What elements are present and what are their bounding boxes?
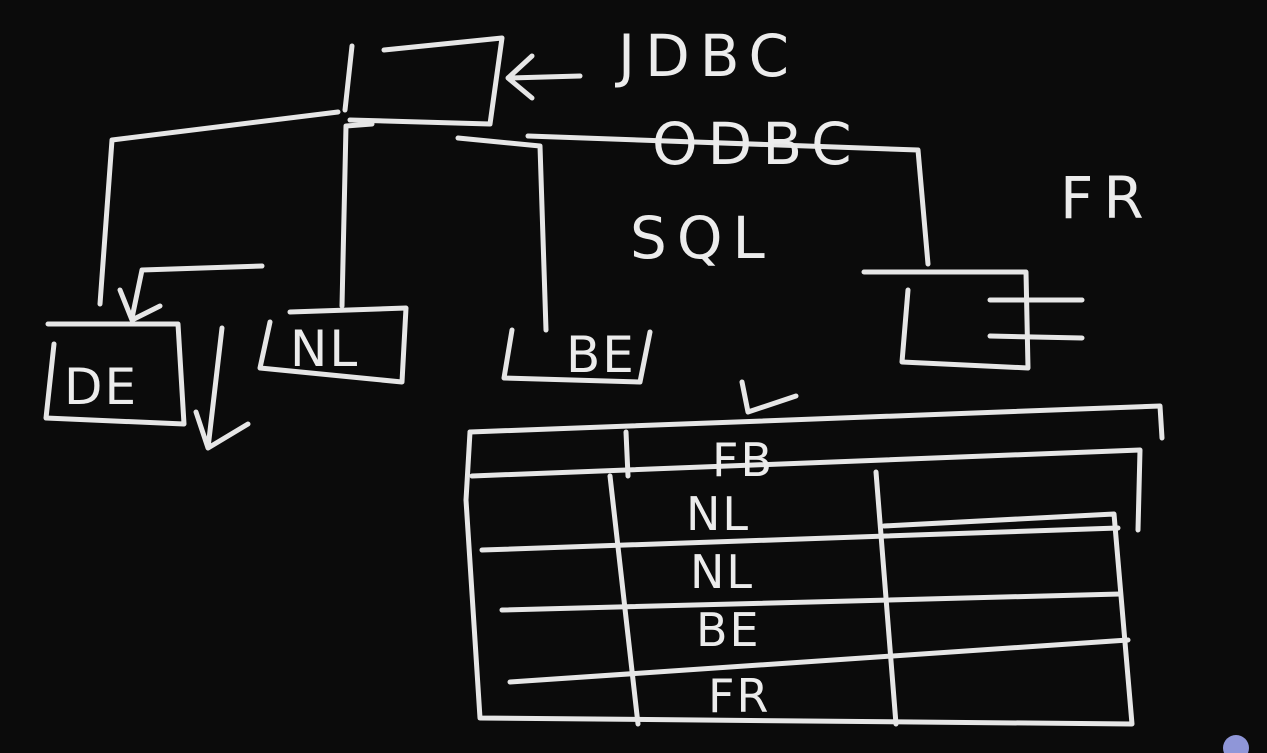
right-box [861, 269, 1031, 371]
table-header-line [469, 447, 1143, 533]
table-top-line [467, 403, 1165, 441]
corner-indicator [1223, 735, 1249, 753]
right-box-tab-bottom [987, 333, 1085, 341]
be-box [501, 327, 653, 385]
de-box [43, 321, 187, 427]
branch-line-be [455, 135, 549, 333]
branch-line-nl [339, 121, 375, 309]
box-label-de: DE [64, 358, 138, 416]
source-box [342, 35, 505, 127]
label-jdbc: JDBC [615, 22, 799, 90]
label-sql: SQL [630, 204, 775, 272]
de-exit-arrow [193, 325, 251, 451]
table-cell-row-2: NL [690, 545, 754, 599]
table-cell-row-4: FR [708, 669, 770, 723]
check-mark [739, 379, 799, 415]
label-odbc: ODBC [652, 110, 862, 178]
table-header-text: FB [712, 433, 774, 487]
table-frame [463, 429, 1135, 727]
table-col-divider-1 [607, 473, 641, 727]
label-fr-side: FR [1060, 164, 1154, 232]
table-row-line-2 [499, 591, 1123, 613]
table-cell-row-1: NL [686, 487, 750, 541]
table-cell-row-3: BE [696, 603, 761, 657]
box-label-nl: NL [290, 320, 359, 378]
nl-box [257, 305, 409, 385]
branch-line-right [525, 133, 931, 267]
table-row-line-1 [479, 525, 1121, 553]
table-row-line-3 [507, 637, 1131, 685]
box-label-be: BE [566, 326, 636, 384]
source-arrow [505, 53, 583, 101]
table-header-divider [623, 429, 631, 479]
de-entry-arrow [117, 263, 265, 323]
branch-line-de [97, 109, 341, 307]
